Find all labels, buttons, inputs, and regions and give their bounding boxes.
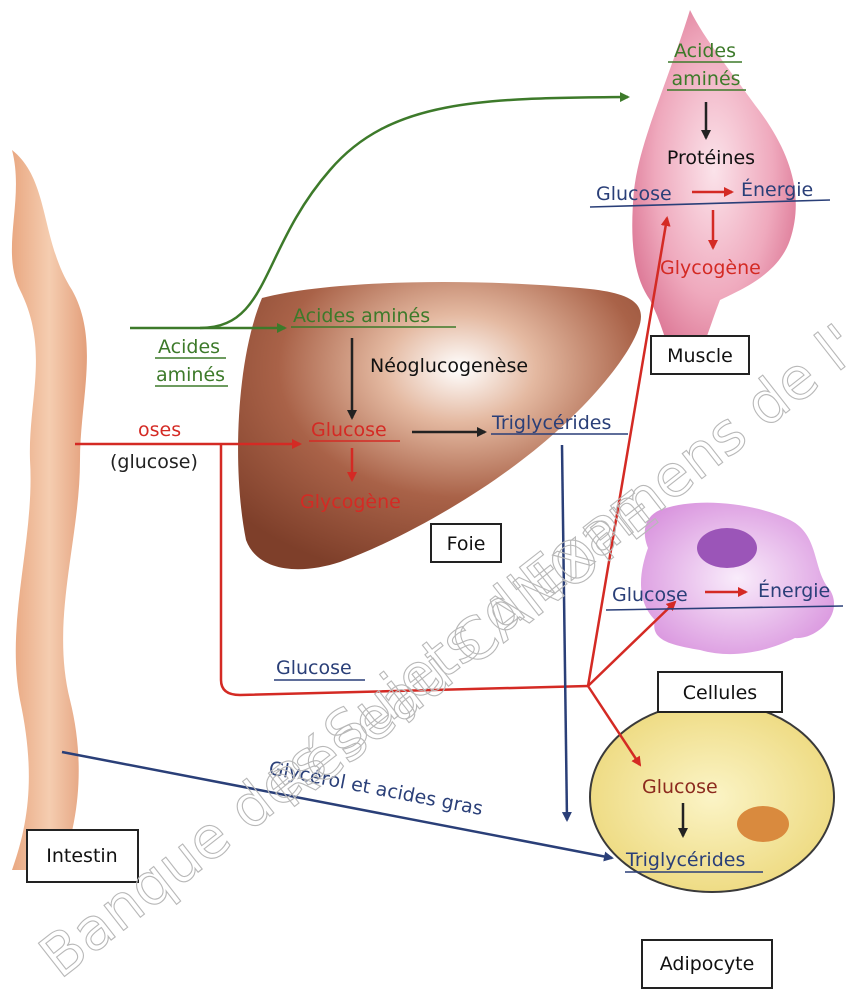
- cell-nucleus: [697, 528, 757, 568]
- intestine-amino-acids-line1: Acides: [158, 336, 220, 358]
- adipocyte-glucose: Glucose: [642, 776, 718, 798]
- neoglucogenesis-label: Néoglucogenèse: [370, 355, 528, 377]
- cell-energy: Énergie: [758, 579, 830, 602]
- adipocyte-nucleus: [737, 806, 789, 842]
- intestine-label: Intestin: [46, 845, 117, 867]
- adipocyte-triglycerides: Triglycérides: [625, 849, 745, 871]
- intestine-amino-acids-line2: aminés: [156, 364, 225, 386]
- cells-label: Cellules: [683, 682, 757, 704]
- muscle-proteins: Protéines: [667, 147, 755, 169]
- muscle-energy: Énergie: [741, 178, 813, 201]
- oses-glucose-label: (glucose): [110, 451, 198, 473]
- adipocyte-label: Adipocyte: [660, 953, 755, 975]
- muscle-glucose: Glucose: [596, 183, 672, 205]
- liver-triglycerides: Triglycérides: [491, 412, 611, 434]
- liver-amino-acids: Acides aminés: [293, 305, 430, 327]
- muscle-label: Muscle: [667, 345, 733, 367]
- intestine-shape: [12, 150, 87, 870]
- liver-label: Foie: [447, 533, 486, 555]
- muscle-amino-acids-line1: Acides: [674, 40, 736, 62]
- muscle-glycogen: Glycogène: [660, 257, 761, 279]
- cell-shape: [641, 503, 834, 655]
- glucose-circulation-label: Glucose: [276, 657, 352, 679]
- liver-glucose: Glucose: [311, 419, 387, 441]
- liver-glycogen: Glycogène: [300, 491, 401, 513]
- cell-glucose: Glucose: [612, 584, 688, 606]
- arrow-liver-triglycerides-to-adipocyte: [562, 445, 567, 820]
- oses-label: oses: [138, 419, 181, 441]
- muscle-amino-acids-line2: aminés: [671, 68, 740, 90]
